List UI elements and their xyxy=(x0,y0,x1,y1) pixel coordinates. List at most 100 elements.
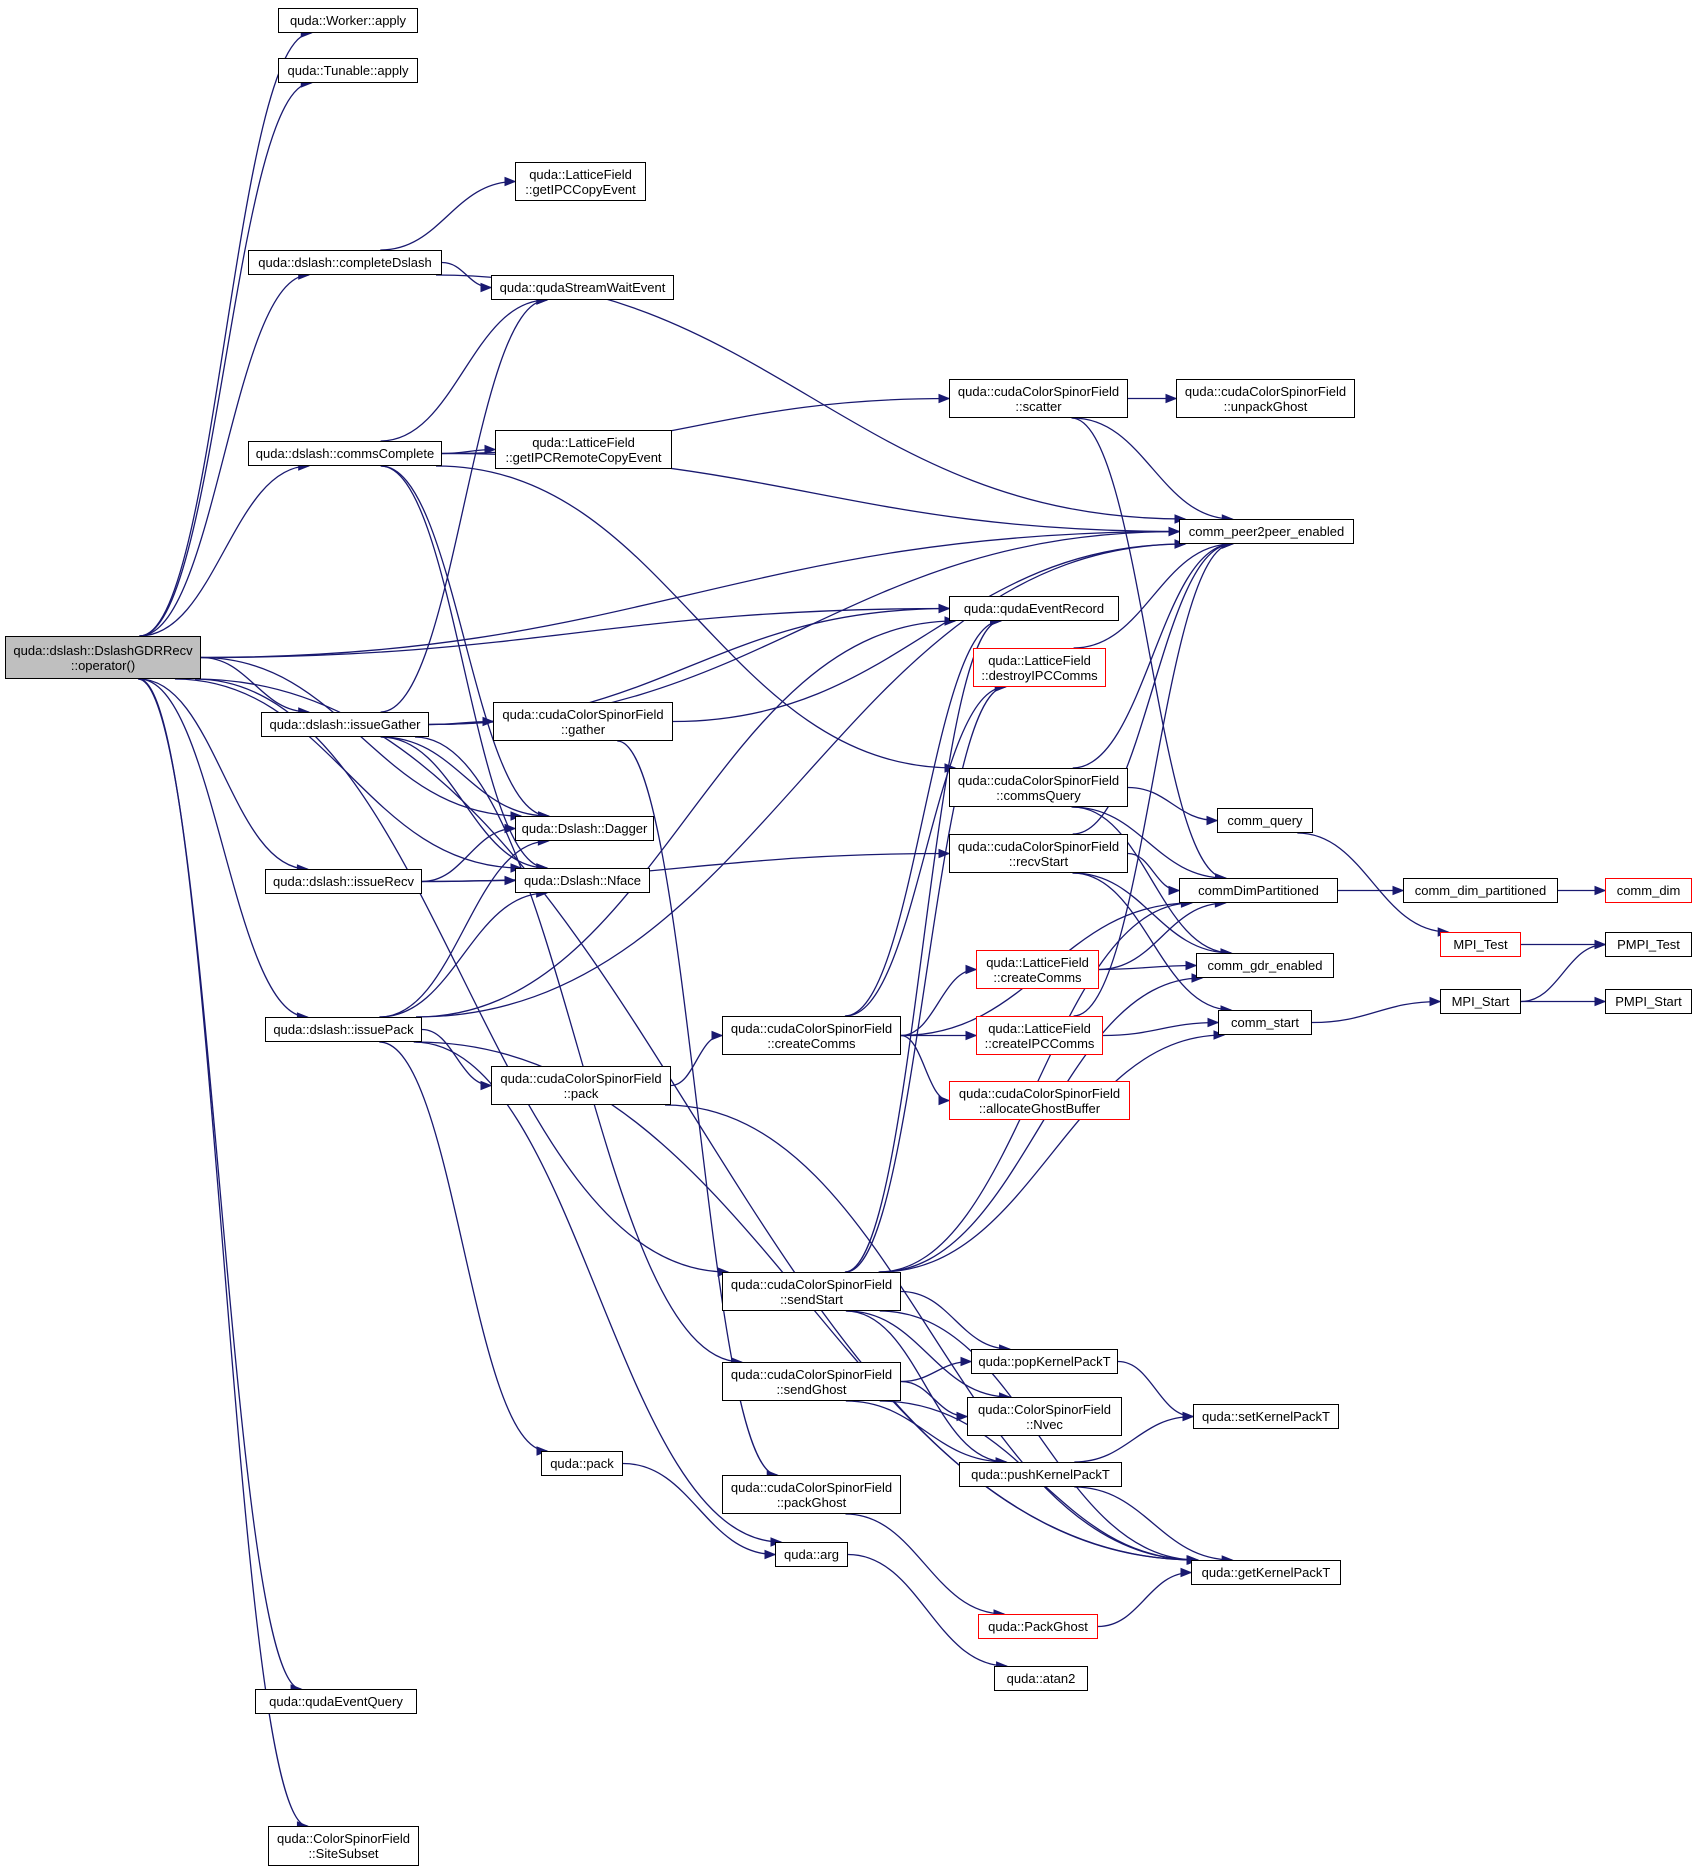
edge-n33-n28 xyxy=(1311,996,1442,1024)
node-quda-dslash-dagger[interactable]: quda::Dslash::Dagger xyxy=(515,816,654,841)
node-label-line: quda::Worker::apply xyxy=(289,13,407,28)
node-quda-getkernelpackt[interactable]: quda::getKernelPackT xyxy=(1191,1560,1341,1585)
node-label-line: quda::cudaColorSpinorField xyxy=(958,1085,1121,1101)
node-label-line: quda::qudaEventRecord xyxy=(963,601,1105,616)
node-quda-cudacolorspinorfield-scatter[interactable]: quda::cudaColorSpinorField::scatter xyxy=(949,379,1128,418)
node-quda-worker-apply[interactable]: quda::Worker::apply xyxy=(278,8,418,33)
node-mpi-test[interactable]: MPI_Test xyxy=(1440,932,1521,957)
node-label-line: PMPI_Test xyxy=(1617,937,1680,952)
node-quda-cudacolorspinorfield-gather[interactable]: quda::cudaColorSpinorField::gather xyxy=(493,702,673,741)
node-label-line: quda::setKernelPackT xyxy=(1202,1409,1330,1424)
node-label-line: quda::atan2 xyxy=(1006,1671,1076,1686)
node-quda-cudacolorspinorfield-createcomms[interactable]: quda::cudaColorSpinorField::createComms xyxy=(722,1016,901,1055)
edge-n43-n46 xyxy=(845,1513,1006,1619)
node-quda-cudacolorspinorfield-packghost[interactable]: quda::cudaColorSpinorField::packGhost xyxy=(722,1475,901,1514)
edge-n4-n3 xyxy=(380,176,517,251)
edge-n0-n10 xyxy=(200,526,1181,659)
edge-n0-n49 xyxy=(139,678,309,1831)
edge-n13-n5 xyxy=(380,295,549,713)
node-quda-colorspinorfield-nvec[interactable]: quda::ColorSpinorField::Nvec xyxy=(967,1397,1122,1436)
node-quda-cudacolorspinorfield-recvstart[interactable]: quda::cudaColorSpinorField::recvStart xyxy=(949,834,1128,873)
node-mpi-start[interactable]: MPI_Start xyxy=(1440,989,1521,1014)
node-label-line: quda::LatticeField xyxy=(529,166,632,182)
node-comm-gdr-enabled[interactable]: comm_gdr_enabled xyxy=(1196,953,1334,978)
node-label-line: quda::cudaColorSpinorField xyxy=(957,383,1120,399)
node-comm-dim[interactable]: comm_dim xyxy=(1605,878,1692,903)
node-label-line: ::gather xyxy=(560,721,606,737)
edge-n8-n20 xyxy=(380,465,549,873)
node-comm-start[interactable]: comm_start xyxy=(1218,1010,1312,1035)
node-quda-dslash-commscomplete[interactable]: quda::dslash::commsComplete xyxy=(248,441,442,466)
node-label-line: quda::pushKernelPackT xyxy=(971,1467,1110,1482)
node-quda-latticefield-getipccopyevent[interactable]: quda::LatticeField::getIPCCopyEvent xyxy=(515,162,646,201)
node-label-line: MPI_Test xyxy=(1453,937,1508,952)
edge-n36-n11 xyxy=(844,616,1002,1273)
node-quda-latticefield-createcomms[interactable]: quda::LatticeField::createComms xyxy=(976,950,1099,989)
node-pmpi-test[interactable]: PMPI_Test xyxy=(1605,932,1692,957)
node-quda-pack[interactable]: quda::pack xyxy=(541,1451,623,1476)
edge-n28-n29 xyxy=(1521,996,1607,1007)
node-quda-packghost[interactable]: quda::PackGhost xyxy=(978,1614,1098,1639)
node-label-line: quda::cudaColorSpinorField xyxy=(730,1276,893,1292)
edge-n6-n10 xyxy=(1072,417,1234,524)
node-quda-cudacolorspinorfield-pack[interactable]: quda::cudaColorSpinorField::pack xyxy=(491,1066,671,1105)
node-quda-cudacolorspinorfield-commsquery[interactable]: quda::cudaColorSpinorField::commsQuery xyxy=(949,768,1128,807)
node-quda-dslash-completedslash[interactable]: quda::dslash::completeDslash xyxy=(248,250,442,275)
node-quda-latticefield-createipccomms[interactable]: quda::LatticeField::createIPCComms xyxy=(976,1016,1103,1055)
node-quda-dslash-issuepack[interactable]: quda::dslash::issuePack xyxy=(265,1017,422,1042)
node-label-line: ::destroyIPCComms xyxy=(981,667,1098,683)
node-comm-dim-partitioned[interactable]: comm_dim_partitioned xyxy=(1403,878,1558,903)
node-label-line: ::sendGhost xyxy=(776,1381,847,1397)
node-quda-qudastreamwaitevent[interactable]: quda::qudaStreamWaitEvent xyxy=(491,275,674,300)
node-comm-query[interactable]: comm_query xyxy=(1217,808,1313,833)
node-label-line: quda::Dslash::Nface xyxy=(523,873,642,888)
node-label-line: quda::cudaColorSpinorField xyxy=(730,1479,893,1495)
node-quda-cudacolorspinorfield-unpackghost[interactable]: quda::cudaColorSpinorField::unpackGhost xyxy=(1176,379,1355,418)
edge-n4-n5 xyxy=(441,261,493,293)
node-pmpi-start[interactable]: PMPI_Start xyxy=(1605,989,1692,1014)
node-quda-qudaeventrecord[interactable]: quda::qudaEventRecord xyxy=(949,596,1119,621)
node-label-line: quda::dslash::completeDslash xyxy=(258,255,432,270)
node-label-line: commDimPartitioned xyxy=(1198,883,1319,898)
node-quda-dslash-nface[interactable]: quda::Dslash::Nface xyxy=(515,868,650,893)
node-quda-cudacolorspinorfield-sendghost[interactable]: quda::cudaColorSpinorField::sendGhost xyxy=(722,1362,901,1401)
edge-n44-n47 xyxy=(847,1553,1008,1671)
node-quda-atan2[interactable]: quda::atan2 xyxy=(994,1666,1088,1691)
edge-n32-n33 xyxy=(1102,1017,1220,1037)
node-quda-dslash-issuerecv[interactable]: quda::dslash::issueRecv xyxy=(265,869,422,894)
edge-n19-n16 xyxy=(421,823,517,883)
node-quda-arg[interactable]: quda::arg xyxy=(775,1542,848,1567)
node-label-line: quda::LatticeField xyxy=(988,1020,1091,1036)
node-quda-latticefield-getipcremotecopyevent[interactable]: quda::LatticeField::getIPCRemoteCopyEven… xyxy=(495,430,672,469)
node-label-line: quda::LatticeField xyxy=(532,434,635,450)
edge-n30-n34 xyxy=(421,1028,493,1091)
node-quda-dslash-issuegather[interactable]: quda::dslash::issueGather xyxy=(261,712,429,737)
node-label-line: comm_start xyxy=(1231,1015,1299,1030)
node-label-line: quda::cudaColorSpinorField xyxy=(730,1020,893,1036)
node-quda-setkernelpackt[interactable]: quda::setKernelPackT xyxy=(1193,1404,1339,1429)
edge-n46-n45 xyxy=(1097,1567,1193,1628)
node-label-line: comm_query xyxy=(1227,813,1303,828)
node-quda-cudacolorspinorfield-sendstart[interactable]: quda::cudaColorSpinorField::sendStart xyxy=(722,1272,901,1311)
node-quda-tunable-apply[interactable]: quda::Tunable::apply xyxy=(278,58,418,83)
node-quda-qudaeventquery[interactable]: quda::qudaEventQuery xyxy=(255,1689,417,1714)
node-label-line: quda::Tunable::apply xyxy=(287,63,409,78)
edge-n18-n21 xyxy=(1127,852,1181,896)
node-quda-colorspinorfield-sitesubset[interactable]: quda::ColorSpinorField::SiteSubset xyxy=(268,1826,419,1866)
node-quda-cudacolorspinorfield-allocateghostbuffer[interactable]: quda::cudaColorSpinorField::allocateGhos… xyxy=(949,1081,1130,1120)
node-quda-popkernelpackt[interactable]: quda::popKernelPackT xyxy=(971,1349,1118,1374)
node-label-line: quda::arg xyxy=(784,1547,839,1562)
edge-n0-n8 xyxy=(139,461,311,637)
edge-n8-n16 xyxy=(380,465,550,821)
node-label-line: quda::dslash::DslashGDRRecv xyxy=(13,642,193,658)
node-comm-peer2peer-enabled[interactable]: comm_peer2peer_enabled xyxy=(1179,519,1354,544)
node-commdimpartitioned[interactable]: commDimPartitioned xyxy=(1179,878,1338,903)
node-quda-latticefield-destroyipccomms[interactable]: quda::LatticeField::destroyIPCComms xyxy=(973,648,1106,687)
node-label-line: quda::LatticeField xyxy=(988,652,1091,668)
node-label-line: ::Nvec xyxy=(1026,1416,1063,1432)
node-label-line: MPI_Start xyxy=(1451,994,1510,1009)
node-label-line: quda::cudaColorSpinorField xyxy=(730,1366,893,1382)
node-quda-pushkernelpackt[interactable]: quda::pushKernelPackT xyxy=(959,1462,1122,1487)
node-label-line: comm_peer2peer_enabled xyxy=(1188,524,1345,539)
